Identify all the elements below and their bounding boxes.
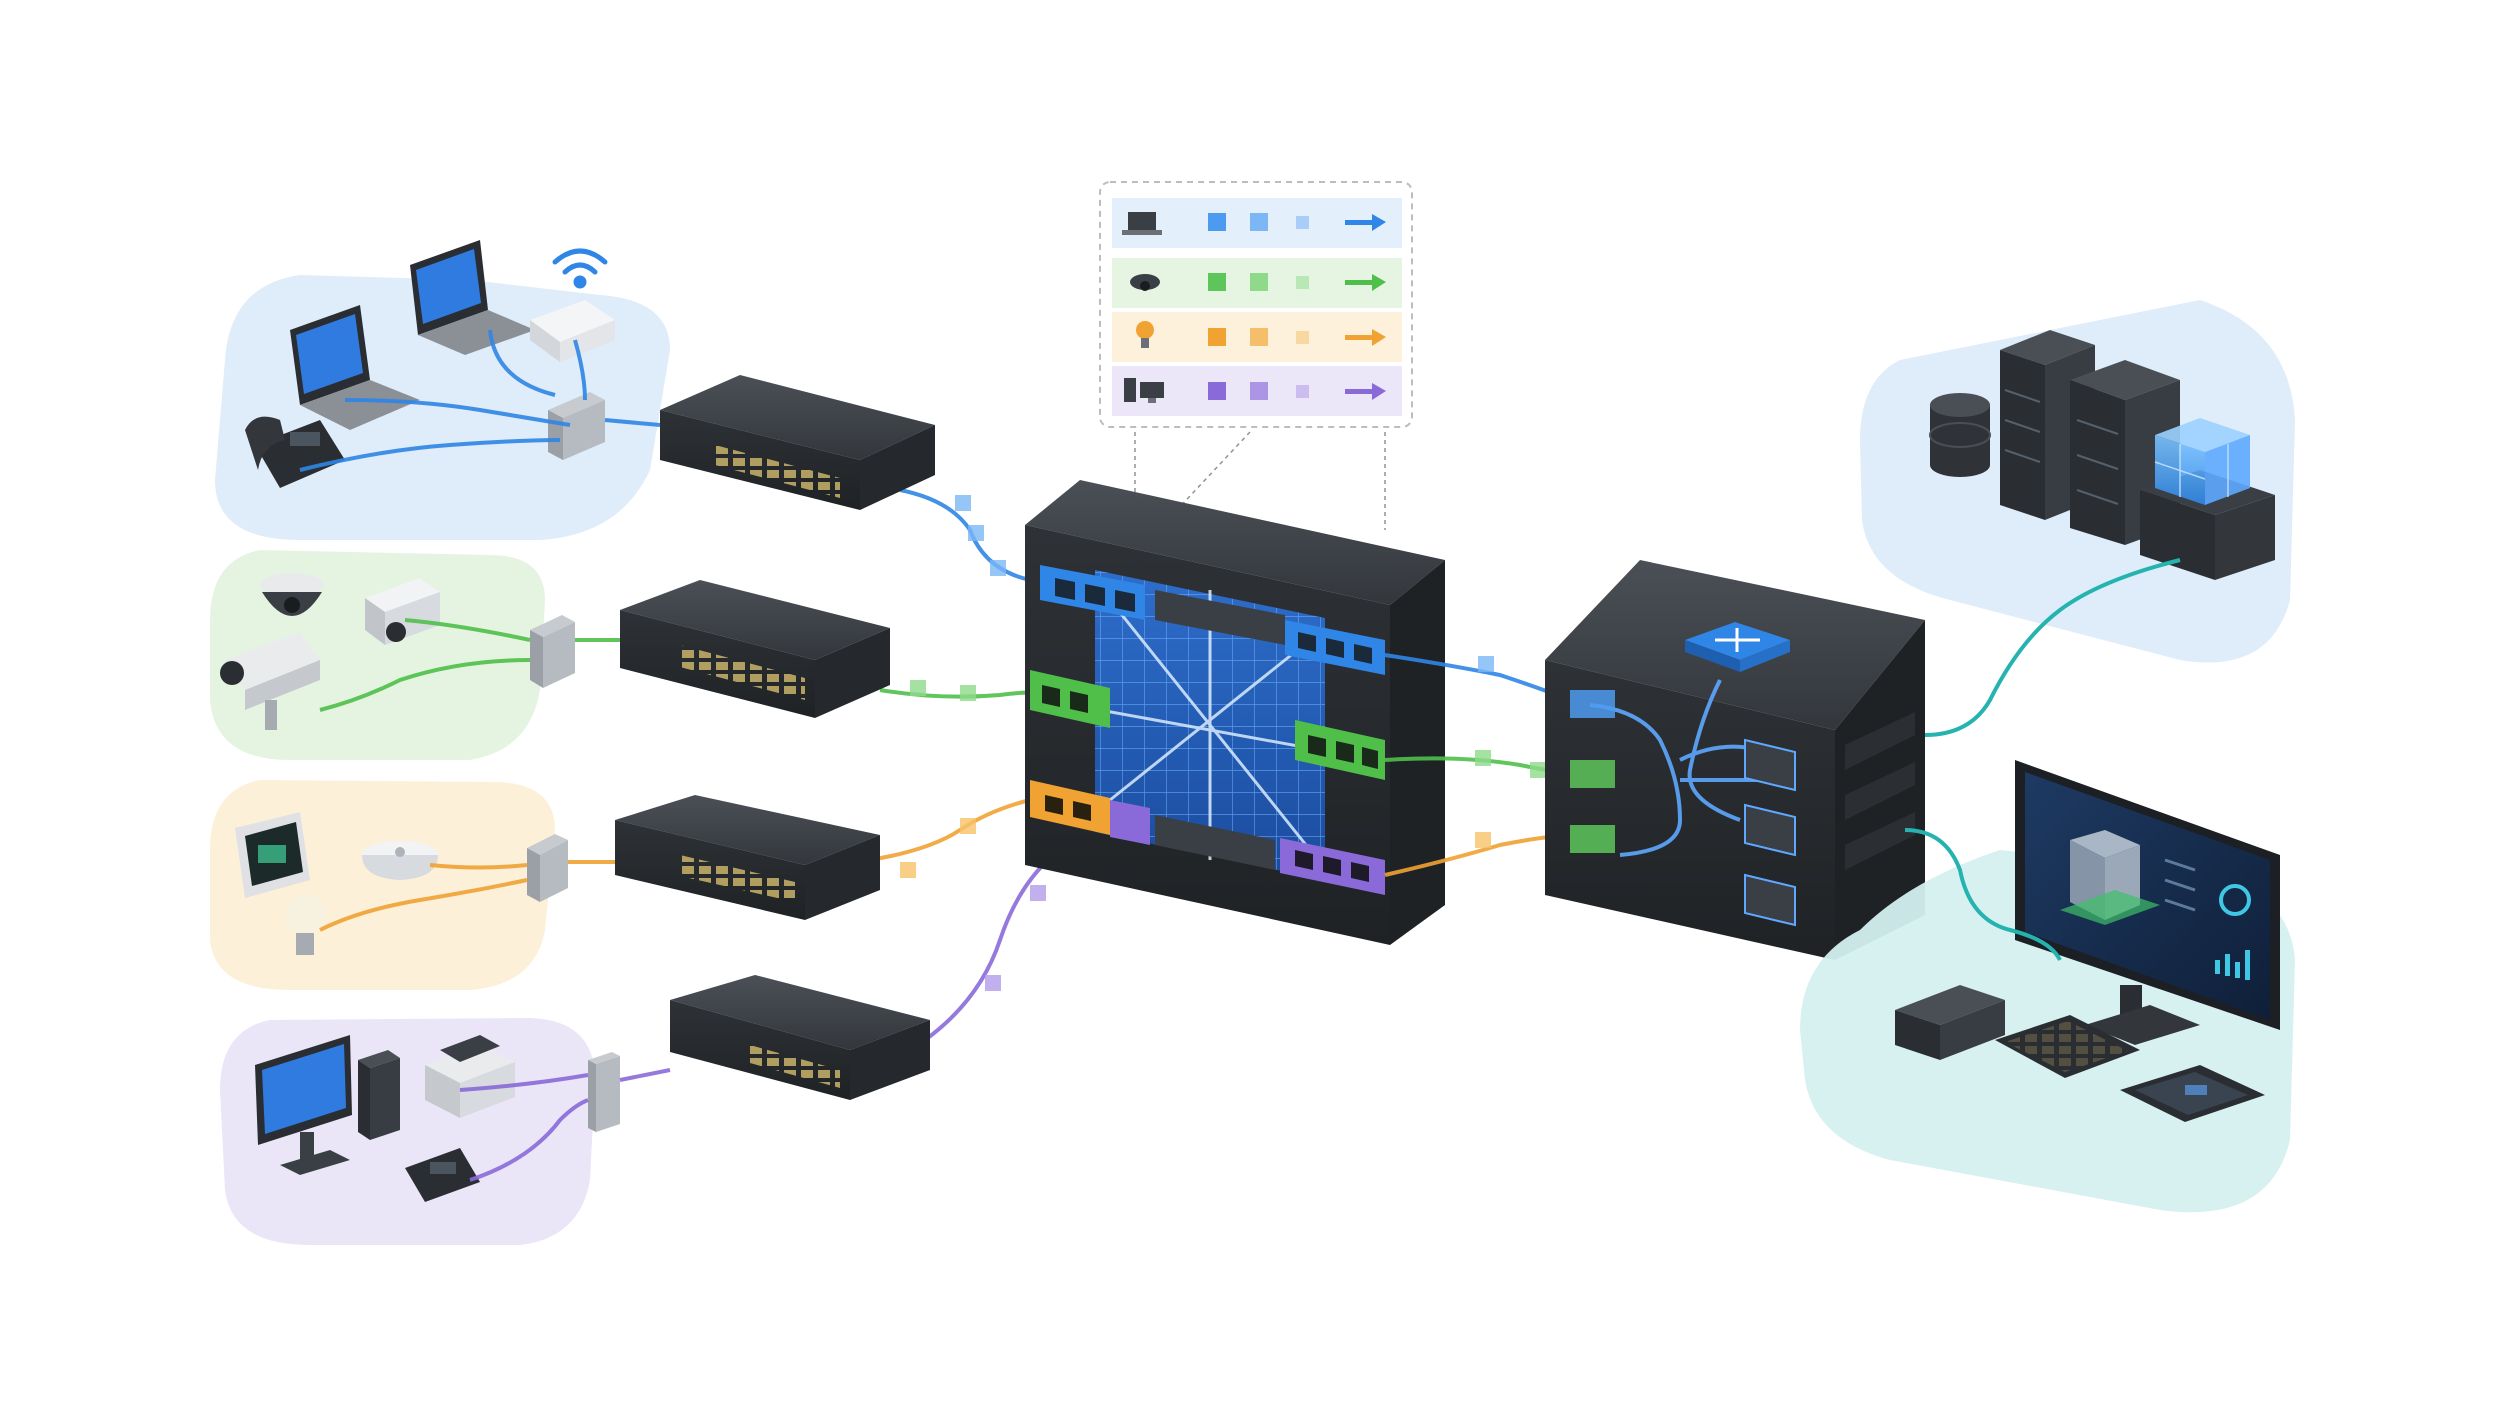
- arrow-right-icon: [1345, 214, 1386, 231]
- gauge-icon: [2219, 884, 2251, 916]
- laptop-icon: [1122, 212, 1162, 235]
- printer-icon: [425, 1035, 515, 1118]
- iot-zone: [210, 780, 568, 990]
- cable-connectors: [900, 495, 1046, 991]
- workstation-zone: [220, 1018, 620, 1245]
- bulb-icon: [285, 895, 325, 955]
- purple-cables: [459, 848, 1062, 1182]
- control-zone: [1800, 760, 2295, 1213]
- laptop-icon: [290, 305, 420, 430]
- thermostat-icon: [235, 812, 310, 898]
- core-ports-orange-left: [1030, 780, 1110, 835]
- access-switch-orange: [615, 795, 880, 920]
- arrow-right-icon: [1345, 383, 1386, 400]
- patch-module: [548, 392, 605, 460]
- bulb-icon: [1136, 321, 1154, 348]
- router-icon: [1715, 628, 1760, 652]
- legend-row-orange: [1112, 312, 1402, 362]
- vlan-legend: [1099, 181, 1413, 428]
- dome-camera-icon: [260, 573, 324, 616]
- teal-uplinks: [1904, 558, 2181, 962]
- datacenter-zone: [1860, 300, 2295, 663]
- core-ports-green-left: [1030, 670, 1110, 728]
- pc-icon: [1124, 378, 1164, 403]
- router-chip: [1685, 622, 1790, 672]
- access-switch-blue: [660, 375, 935, 510]
- box-camera-icon: [365, 578, 440, 645]
- core-ports-purple-right: [1280, 838, 1385, 895]
- orange-cables: [319, 798, 1031, 932]
- core-switch: [1025, 480, 1445, 945]
- patch-module: [588, 1052, 620, 1132]
- access-switch-green: [620, 580, 890, 718]
- mini-pc-icon: [1895, 985, 2005, 1060]
- cube-stack-icon: [2140, 418, 2275, 580]
- core-ports-blue-right: [1285, 620, 1385, 675]
- fabric-crosslinks: [1099, 590, 1321, 860]
- uplink-connectors: [1475, 656, 1546, 848]
- core-ports-dark-top: [1155, 590, 1285, 645]
- router-ports-left: [1570, 690, 1615, 853]
- office-zone: [215, 240, 670, 540]
- arrow-right-icon: [1345, 274, 1386, 291]
- access-point-icon: [530, 300, 615, 362]
- ip-phone-icon: [405, 1148, 480, 1202]
- mini-bar-chart: [2215, 950, 2250, 980]
- building-icon: [2060, 830, 2160, 925]
- arrow-right-icon: [1345, 329, 1386, 346]
- database-icon: [1929, 393, 1991, 477]
- laptop-icon: [410, 240, 535, 355]
- access-switch-purple: [670, 975, 930, 1100]
- control-panel-icon: [2120, 1065, 2265, 1122]
- core-ports-green-right: [1295, 720, 1385, 780]
- core-ports-dark-bottom: [1155, 815, 1275, 870]
- router-chassis: [1545, 560, 1925, 960]
- ip-phone-icon: [245, 416, 345, 488]
- core-ports-blue-left: [1040, 565, 1145, 620]
- core-ports-purple-left: [1110, 800, 1150, 845]
- pc-tower-icon: [358, 1050, 400, 1140]
- legend-row-purple: [1112, 366, 1402, 416]
- camera-icon: [1130, 274, 1160, 291]
- patch-module: [530, 615, 575, 688]
- bullet-camera-icon: [220, 632, 320, 730]
- legend-row-blue: [1112, 198, 1402, 248]
- wifi-icon: [552, 248, 608, 289]
- camera-zone: [210, 550, 575, 760]
- router-side-slots: [1845, 712, 1915, 870]
- router-ports-right: [1744, 738, 1796, 927]
- keyboard-icon: [1995, 1015, 2140, 1078]
- patch-module: [527, 834, 568, 902]
- monitor-icon: [255, 1035, 352, 1175]
- legend-row-green: [1112, 258, 1402, 308]
- sensor-icon: [362, 841, 438, 880]
- monitor-dashboard-icon: [2015, 760, 2280, 1045]
